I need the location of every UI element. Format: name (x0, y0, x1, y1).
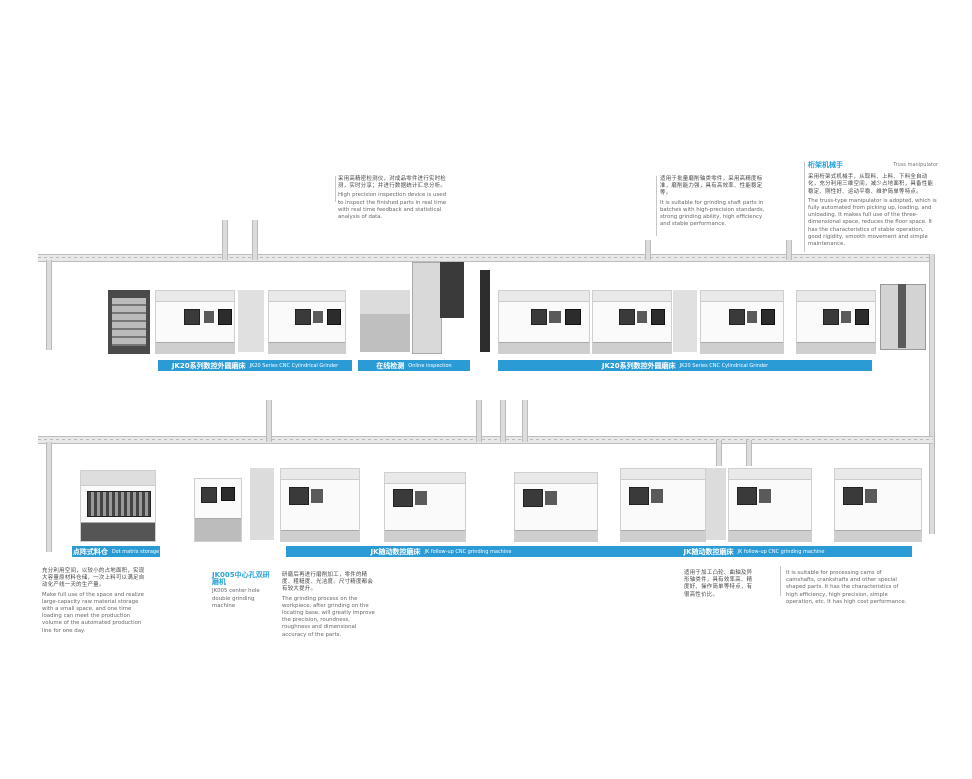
banner-jk-right-en: JK follow-up CNC grinding machine (737, 548, 825, 555)
inspection-station (360, 290, 410, 314)
gantry-arm (786, 240, 792, 260)
banner-online: 在线检测 Online inspection (358, 360, 470, 371)
jk-followup-machine (384, 472, 466, 542)
jk-followup-machine (280, 468, 360, 542)
jk-followup-machine (728, 468, 812, 542)
loading-station (238, 290, 264, 352)
truss-leader (804, 162, 805, 252)
jk005-grinder (194, 478, 242, 542)
gantry-arm (222, 220, 228, 260)
gantry-arm (500, 400, 506, 442)
jk-follow-note-en: It is suitable for processing cams of ca… (786, 570, 910, 606)
inspection-leader (335, 176, 336, 202)
inspection-device-window (440, 262, 464, 318)
banner-jk-right: JK随动数控磨床 JK follow-up CNC grinding machi… (596, 546, 912, 557)
banner-jk20-left-en: JK20 Series CNC Cylindrical Grinder (249, 362, 339, 369)
truss-title-en: Truss manipulator (893, 162, 938, 168)
gantry-arm (266, 400, 272, 442)
jk20-note: 适用于批量磨削轴类零件，采用高精度标准，磨削能力强，具有高效率、性能稳定等。 I… (660, 176, 770, 228)
banner-storage: 点阵式料仓 Dot matrix storage (72, 546, 160, 557)
gantry-arm (252, 220, 258, 260)
jk-followup-machine (514, 472, 598, 542)
loading-station (250, 468, 274, 540)
inspection-note: 采用高精密检测仪，对成品零件进行实时检测，实时分享；并进行数据统计汇总分析。 H… (338, 176, 450, 221)
jk-followup-machine (620, 468, 706, 542)
material-rack-shelf (112, 298, 146, 346)
jk005-note: 研磨后再进行磨削加工，零件的精度、粗糙度、光洁度、尺寸精度都会有较大提升。 Th… (282, 572, 376, 639)
truss-note-en: The truss-type manipulator is adopted, w… (808, 197, 937, 248)
banner-jk20-right-en: JK20 Series CNC Cylindrical Grinder (679, 362, 769, 369)
jk20-machine (155, 290, 235, 354)
inspection-station-base (360, 314, 410, 352)
banner-jk20-right: JK20系列数控外圆磨床 JK20 Series CNC Cylindrical… (498, 360, 872, 371)
jk-follow-note-cn: 适用于加工凸轮、曲轴及异形轴类件，具有效率高、精度好、操作简单等特点，有很高性价… (684, 570, 754, 601)
truss-title: 桁架机械手 (808, 161, 843, 169)
jk-followup-machine (834, 468, 922, 542)
truss-manipulator-column (898, 284, 906, 348)
jk20-machine (592, 290, 672, 354)
banner-jk20-left: JK20系列数控外圆磨床 JK20 Series CNC Cylindrical… (158, 360, 352, 371)
storage-note: 充分利用空间，以较小的占地面积，实现大容量原材料仓储，一次上料可以满足自动化产线… (42, 568, 150, 635)
banner-jk20-left-cn: JK20系列数控外圆磨床 (171, 361, 246, 370)
inspection-device (412, 262, 442, 354)
banner-jk20-right-cn: JK20系列数控外圆磨床 (601, 361, 676, 370)
storage-note-en: Make full use of the space and realize l… (42, 591, 144, 634)
jk20-machine (498, 290, 590, 354)
loading-station (706, 468, 726, 540)
jk20-note-cn: 适用于批量磨削轴类零件，采用高精度标准，磨削能力强，具有高效率、性能稳定等。 (660, 176, 763, 197)
jk005-note-title: JK005中心孔双研磨机 JK005 center hole double gr… (212, 571, 276, 610)
banner-online-cn: 在线检测 (376, 361, 405, 370)
truss-note: 桁架机械手 Truss manipulator 采用桁架式机械手，从取料、上料、… (808, 161, 938, 248)
gantry-arm (476, 400, 482, 442)
inspection-note-en: High precision inspection device is used… (338, 192, 447, 221)
dot-matrix-storage (80, 470, 156, 542)
jk20-machine (268, 290, 346, 354)
banner-jk-right-cn: JK随动数控磨床 (683, 547, 734, 556)
banner-storage-en: Dot matrix storage (111, 548, 160, 555)
banner-jk-mid: JK随动数控磨床 JK follow-up CNC grinding machi… (286, 546, 596, 557)
gantry-arm (645, 240, 651, 260)
truss-note-cn: 采用桁架式机械手，从取料、上料、下料全自动化，充分利用三维空间，减少占地面积，具… (808, 174, 934, 195)
jk005-title: JK005中心孔双研磨机 (212, 571, 270, 587)
banner-online-en: Online inspection (408, 362, 452, 369)
banner-jk-mid-cn: JK随动数控磨床 (370, 547, 421, 556)
jk20-machine (700, 290, 784, 354)
jk005-note-en: The grinding process on the workpiece, a… (282, 595, 375, 638)
inspection-note-cn: 采用高精密检测仪，对成品零件进行实时检测，实时分享；并进行数据统计汇总分析。 (338, 176, 447, 190)
bottom-left-post (46, 442, 52, 552)
banner-storage-cn: 点阵式料仓 (72, 547, 108, 556)
jk20-leader (656, 176, 657, 236)
bottom-gantry-rail (38, 436, 933, 444)
gantry-arm (522, 400, 528, 442)
right-frame-post (929, 254, 935, 534)
loading-station (673, 290, 697, 352)
storage-note-cn: 充分利用空间，以较小的占地面积，实现大容量原材料仓储，一次上料可以满足自动化产线… (42, 568, 145, 589)
top-gantry-rail (38, 254, 933, 262)
gantry-arm (716, 440, 722, 466)
banner-jk-mid-en: JK follow-up CNC grinding machine (424, 548, 512, 555)
jk005-title-en: JK005 center hole double grinding machin… (212, 588, 260, 609)
gantry-arm (746, 440, 752, 466)
jk-follow-leader (780, 566, 781, 596)
inspection-column (480, 270, 490, 352)
jk20-machine (796, 290, 876, 354)
jk005-note-cn: 研磨后再进行磨削加工，零件的精度、粗糙度、光洁度、尺寸精度都会有较大提升。 (282, 572, 374, 593)
jk-follow-en: It is suitable for processing cams of ca… (786, 570, 907, 605)
jk-follow-cn: 适用于加工凸轮、曲轴及异形轴类件，具有效率高、精度好、操作简单等特点，有很高性价… (684, 570, 753, 598)
jk20-note-en: It is suitable for grinding shaft parts … (660, 199, 765, 228)
top-left-post (46, 260, 52, 350)
